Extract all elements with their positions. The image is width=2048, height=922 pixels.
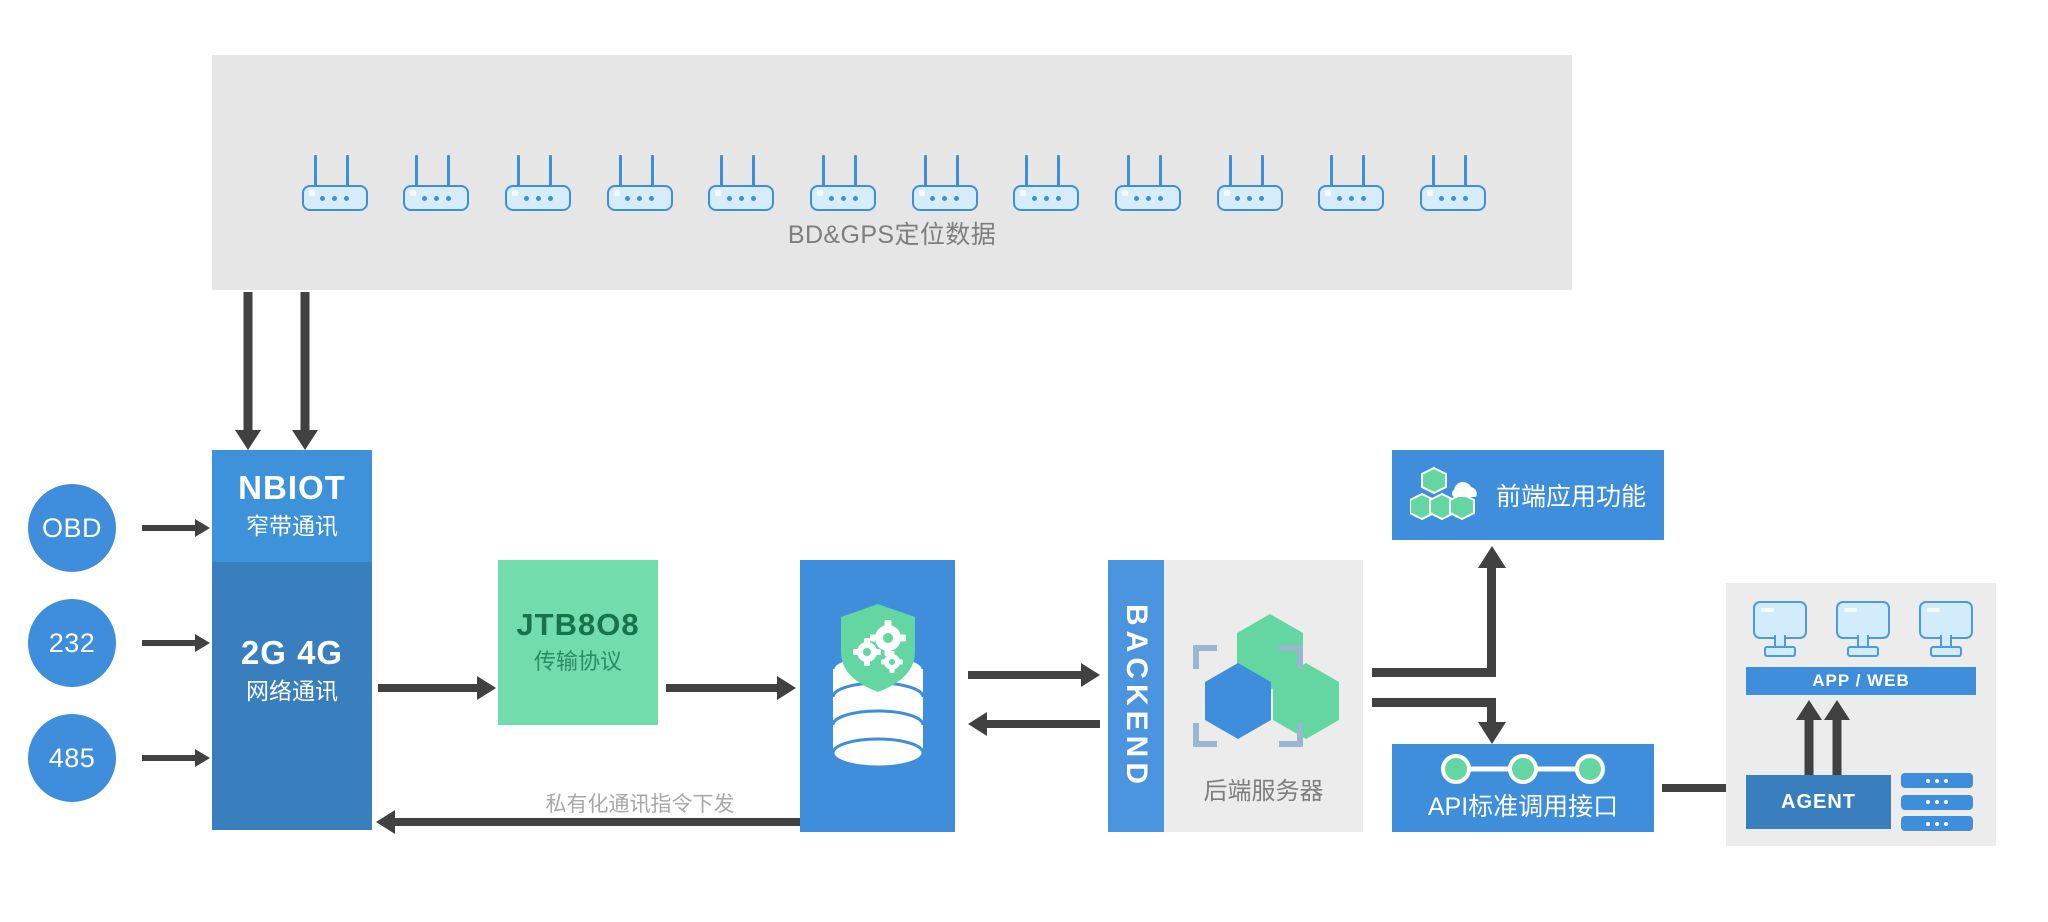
api-nodes-icon xyxy=(1441,754,1605,784)
hexagon-cluster-icon xyxy=(1193,614,1339,747)
cloud-cubes-icon xyxy=(1410,466,1477,521)
app-web-bar[interactable]: APP / WEB xyxy=(1746,667,1976,695)
server-rack-stack xyxy=(1901,773,1973,831)
arrow-db-to-backend xyxy=(968,663,1100,687)
backend-box[interactable]: BACKEND 后端服务器 xyxy=(1108,560,1363,832)
router-icon xyxy=(911,155,978,211)
router-icon xyxy=(606,155,673,211)
arrow-protocol-to-db xyxy=(666,676,796,700)
router-icon xyxy=(403,155,470,211)
comm-cellular-block[interactable]: 2G 4G 网络通讯 xyxy=(212,562,372,830)
agent-label: AGENT xyxy=(1781,790,1856,813)
router-icon xyxy=(1013,155,1080,211)
input-485-label: 485 xyxy=(48,742,96,773)
secure-database-box[interactable] xyxy=(800,560,955,832)
server-rack-icon xyxy=(1901,794,1973,810)
device-band: BD&GPS定位数据 xyxy=(212,55,1572,290)
input-485[interactable]: 485 xyxy=(28,714,116,802)
router-icon xyxy=(810,155,877,211)
server-rack-icon xyxy=(1901,816,1973,831)
protocol-subtitle: 传输协议 xyxy=(533,648,622,674)
comm-nbiot-subtitle: 窄带通讯 xyxy=(246,512,338,539)
router-icon xyxy=(1420,155,1487,211)
input-232[interactable]: 232 xyxy=(28,599,116,687)
frontend-box[interactable]: 前端应用功能 xyxy=(1392,450,1664,540)
communication-stack: NBIOT 窄带通讯 2G 4G 网络通讯 xyxy=(212,450,372,830)
arrow-485-to-comm xyxy=(142,746,210,770)
comm-cellular-title: 2G 4G xyxy=(240,634,344,671)
client-panel: APP / WEB AGENT xyxy=(1726,583,1996,846)
arrow-comm-to-protocol xyxy=(378,676,496,700)
arrow-band-to-comm-2 xyxy=(292,292,318,450)
api-box[interactable]: API标准调用接口 xyxy=(1392,744,1654,832)
comm-cellular-subtitle: 网络通讯 xyxy=(246,677,338,704)
app-web-label: APP / WEB xyxy=(1812,671,1910,690)
input-232-label: 232 xyxy=(48,627,96,658)
connector-backend-to-api xyxy=(1372,698,1532,838)
protocol-title: JTB8O8 xyxy=(516,607,640,643)
arrow-band-to-comm-1 xyxy=(235,292,261,450)
input-obd[interactable]: OBD xyxy=(28,484,116,572)
secure-database-icon xyxy=(831,604,925,769)
api-label: API标准调用接口 xyxy=(1427,793,1619,821)
monitor-icon xyxy=(1752,601,1807,657)
agent-box[interactable]: AGENT xyxy=(1746,775,1891,829)
protocol-box[interactable]: JTB8O8 传输协议 xyxy=(498,560,658,725)
router-icon xyxy=(301,155,368,211)
router-icon xyxy=(505,155,572,211)
monitor-icon xyxy=(1919,601,1974,657)
arrow-232-to-comm xyxy=(142,631,210,655)
router-icon xyxy=(708,155,775,211)
feedback-label: 私有化通讯指令下发 xyxy=(545,793,735,816)
backend-bar-label: BACKEND xyxy=(1120,603,1153,789)
router-row xyxy=(212,151,1572,211)
comm-nbiot-block[interactable]: NBIOT 窄带通讯 xyxy=(212,450,372,562)
router-icon xyxy=(1216,155,1283,211)
arrow-agent-to-appweb-1 xyxy=(1796,700,1822,776)
device-band-label: BD&GPS定位数据 xyxy=(787,221,997,249)
backend-bar: BACKEND xyxy=(1108,560,1164,832)
arrow-obd-to-comm xyxy=(142,516,210,540)
monitor-row xyxy=(1726,601,1996,657)
backend-caption: 后端服务器 xyxy=(1203,778,1324,805)
input-obd-label: OBD xyxy=(41,512,102,543)
server-rack-icon xyxy=(1901,773,1973,788)
frontend-label: 前端应用功能 xyxy=(1496,483,1647,511)
comm-nbiot-title: NBIOT xyxy=(238,468,346,506)
router-icon xyxy=(1318,155,1385,211)
monitor-icon xyxy=(1835,601,1890,657)
arrow-feedback-to-comm xyxy=(376,810,800,834)
arrow-backend-to-db xyxy=(968,712,1100,736)
connector-backend-to-frontend xyxy=(1372,546,1532,686)
arrow-agent-to-appweb-2 xyxy=(1824,700,1850,776)
router-icon xyxy=(1115,155,1182,211)
